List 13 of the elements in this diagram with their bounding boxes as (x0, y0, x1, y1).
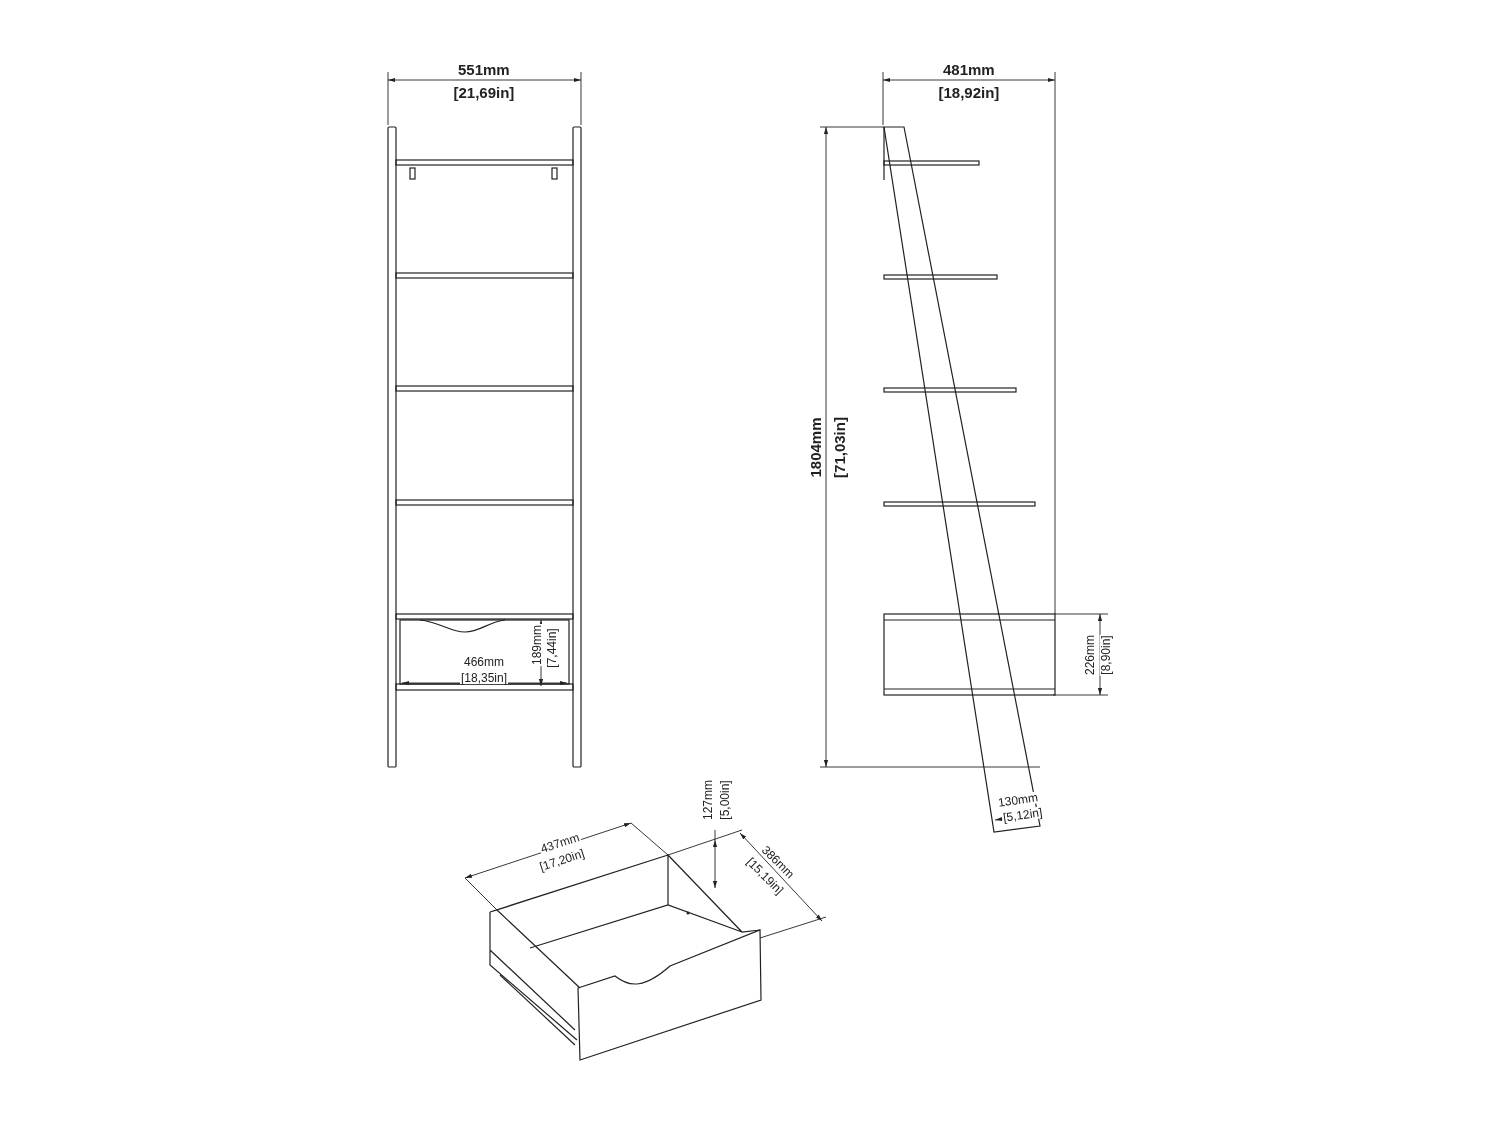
dimension-text: [18,92in] (937, 84, 1001, 100)
dimension-text: [21,69in] (452, 84, 516, 100)
dimension-text: [8,90in] (1099, 634, 1112, 676)
dimension-text: [5,12in] (1000, 806, 1044, 824)
dimension-text: 466mm (463, 656, 505, 668)
dimension-text: [7,44in] (545, 627, 558, 669)
dimension-text: 226mm (1084, 634, 1096, 676)
dimension-text: [71,03in] (831, 415, 847, 479)
dimension-text: 127mm (702, 779, 714, 821)
dimension-text: [18,35in] (460, 672, 509, 684)
dimension-text: 130mm (996, 791, 1040, 809)
dimension-text: 189mm (531, 624, 543, 666)
dimension-text: [5,00in] (718, 779, 731, 821)
